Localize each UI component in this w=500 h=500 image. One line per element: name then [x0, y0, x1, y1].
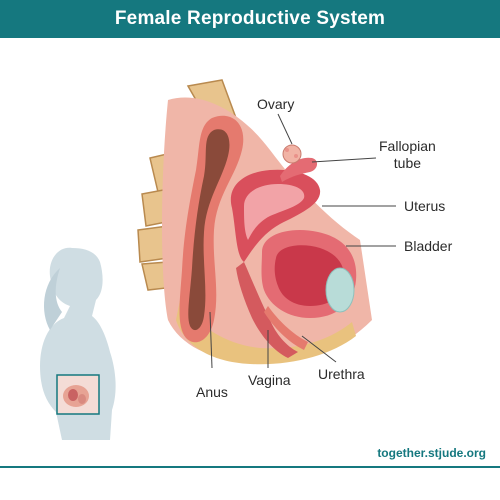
uterus	[230, 169, 321, 262]
leader-lines	[209, 113, 396, 369]
label-urethra: Urethra	[318, 366, 365, 382]
label-fallopian-line-2: tube	[393, 155, 422, 171]
ovary-and-tube	[280, 144, 318, 182]
source-link[interactable]: together.stjude.org	[377, 446, 486, 460]
vagina-and-urethra	[236, 262, 308, 358]
rectum	[179, 115, 244, 343]
locator-box	[56, 374, 100, 415]
label-fallopian-tube: Fallopian tube	[379, 138, 436, 172]
title-banner: Female Reproductive System	[0, 0, 500, 38]
label-anus: Anus	[196, 384, 228, 400]
label-bladder: Bladder	[404, 238, 453, 254]
bladder	[261, 230, 357, 318]
label-vagina: Vagina	[248, 372, 291, 388]
label-fallopian-line-1: Fallopian	[379, 138, 436, 154]
label-ovary: Ovary	[257, 96, 295, 112]
page-title: Female Reproductive System	[114, 8, 386, 29]
label-uterus: Uterus	[404, 198, 446, 214]
bottom-divider	[0, 466, 500, 468]
